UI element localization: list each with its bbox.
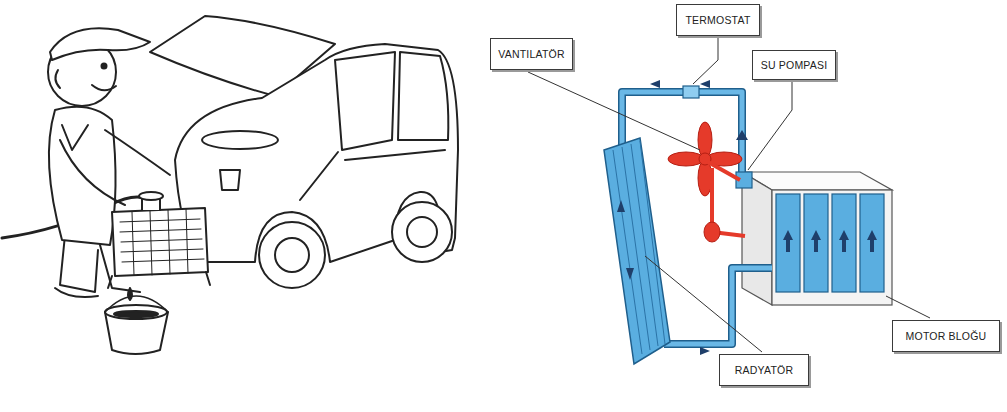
label-box: TERMOSTAT <box>676 4 760 36</box>
label-box: SU POMPASI <box>752 50 836 80</box>
part-name: MOTOR BLOĞU <box>906 330 987 342</box>
cooling-system <box>604 80 892 364</box>
label-box: MOTOR BLOĞU <box>892 320 1000 352</box>
part-name: VANTILATÖR <box>498 48 564 60</box>
part-name: TERMOSTAT <box>686 14 751 26</box>
cartoon <box>2 16 458 354</box>
part-name: SU POMPASI <box>761 59 828 71</box>
label-box: VANTILATÖR <box>490 38 573 70</box>
label-box: RADYATÖR <box>719 354 809 386</box>
part-name: RADYATÖR <box>735 364 793 376</box>
leader-lines <box>528 38 930 352</box>
